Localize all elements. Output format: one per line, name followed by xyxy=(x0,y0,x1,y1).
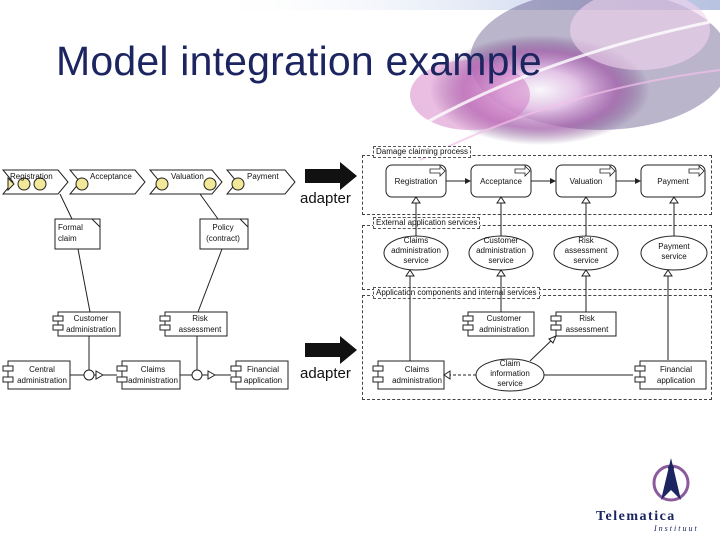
event-circle xyxy=(33,177,47,191)
component-box xyxy=(639,360,707,390)
component-label: Risk assessment xyxy=(178,314,222,334)
component-box xyxy=(164,311,228,337)
component-box xyxy=(467,311,535,337)
component-label: Risk assessment xyxy=(565,314,609,334)
event-circle xyxy=(155,177,169,191)
event-circle xyxy=(17,177,31,191)
process-layer xyxy=(362,155,712,215)
adapter-label: adapter xyxy=(300,365,351,382)
service-label: Risk assessment service xyxy=(564,236,608,265)
page-title: Model integration example xyxy=(56,38,542,84)
event-circle xyxy=(231,177,245,191)
component-box xyxy=(235,360,289,390)
component-box xyxy=(7,360,71,390)
formal-claim-label: Formal claim xyxy=(58,223,83,243)
policy-object xyxy=(199,218,249,250)
policy-label: Policy (contract) xyxy=(206,223,240,243)
service-label: Customer administration service xyxy=(476,236,526,265)
component-label: Customer administration xyxy=(66,314,116,334)
component-box xyxy=(121,360,181,390)
left-step-label: Valuation xyxy=(171,172,204,181)
component-label: Central administration xyxy=(17,365,67,385)
left-step-label: Registration xyxy=(10,172,53,181)
process-label: Payment xyxy=(657,177,689,186)
layer-label: Damage claiming process xyxy=(373,146,472,158)
adapter-label: adapter xyxy=(300,190,351,207)
layer-label: External application services xyxy=(373,217,481,229)
process-label: Acceptance xyxy=(480,177,522,186)
layer-label: Application components and internal serv… xyxy=(373,287,540,299)
component-label: Financial application xyxy=(656,365,696,385)
process-label: Registration xyxy=(394,177,438,186)
component-label: Customer administration xyxy=(479,314,529,334)
formal-claim-object xyxy=(54,218,101,250)
event-circle xyxy=(75,177,89,191)
service-label: Payment service xyxy=(658,242,690,261)
logo-sub: Instituut xyxy=(654,524,699,533)
service-label: Claims administration service xyxy=(391,236,441,265)
adapter-arrow-icon xyxy=(305,336,357,364)
process-label: Valuation xyxy=(569,177,603,186)
component-label: Financial application xyxy=(243,365,283,385)
component-label: Claims administration xyxy=(392,365,442,385)
component-box xyxy=(377,360,445,390)
event-circle xyxy=(203,177,217,191)
left-step-label: Acceptance xyxy=(90,172,132,181)
service-label: Claim information service xyxy=(490,359,530,388)
left-step-label: Payment xyxy=(247,172,279,181)
logo-name: Telematica xyxy=(596,509,676,524)
adapter-arrow-icon xyxy=(305,162,357,190)
component-label: Claims administration xyxy=(128,365,178,385)
component-box xyxy=(555,311,617,337)
